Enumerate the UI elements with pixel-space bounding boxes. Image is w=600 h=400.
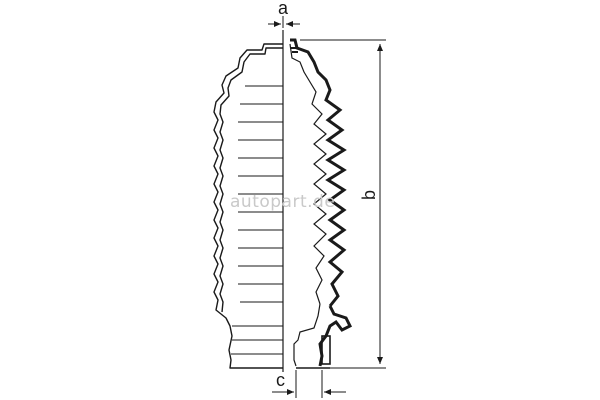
dimension-c: c <box>272 370 346 398</box>
bellow-left-outline <box>213 43 283 369</box>
dimension-c-label: c <box>276 370 285 390</box>
watermark-text: autopart.de <box>230 192 335 212</box>
dimension-a-label: a <box>278 0 289 18</box>
dimension-b: b <box>300 39 386 369</box>
dimension-b-label: b <box>359 190 379 200</box>
bellow-right-section <box>289 38 353 369</box>
dimension-a: a <box>268 0 300 28</box>
